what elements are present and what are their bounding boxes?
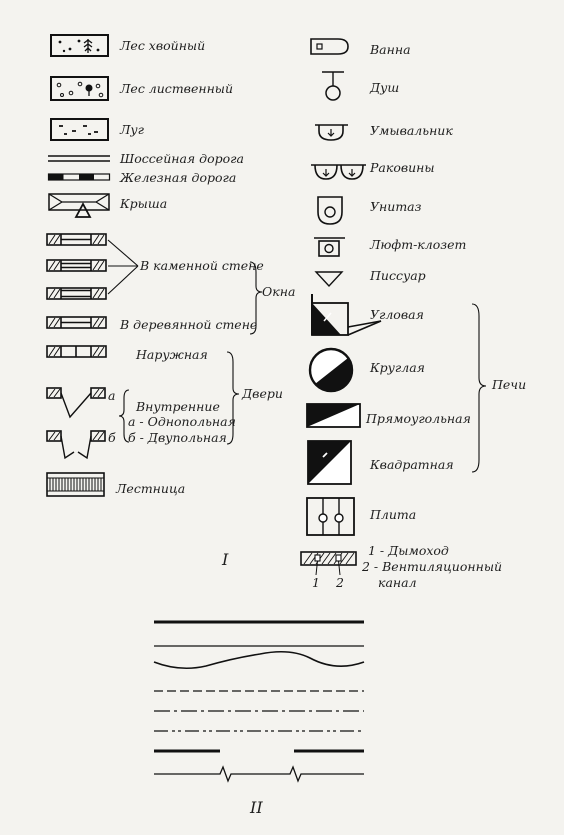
roof-symbol [48,193,110,218]
deciduous-forest-symbol [50,76,109,101]
square-stove-label: Квадратная [370,457,454,472]
section-two-numeral: II [250,798,263,817]
cooker-symbol [306,497,355,536]
double-leaf-label: б - Двупольная [128,430,227,445]
window-stone-wall-symbol-2 [46,259,107,272]
num-1-label: 1 [312,575,320,590]
line-wavy [153,650,365,670]
toilet-symbol [317,196,343,225]
external-door-label: Наружная [136,347,208,362]
stairs-symbol [46,472,105,497]
vent-channel-label-2: канал [378,575,417,590]
in-stone-wall-label: В каменной стене [140,258,264,273]
section-one-numeral: I [222,550,229,569]
stoves-label: Печи [492,377,527,392]
stairs-label: Лестница [116,481,186,496]
toilet-label: Унитаз [370,199,422,214]
shower-symbol [322,71,344,101]
flush-closet-label: Люфт-клозет [370,237,467,252]
single-leaf-label: а - Однопольная [128,414,236,429]
window-leader-lines [107,239,263,335]
cooker-label: Плита [370,507,417,522]
single-leaf-door-symbol [46,387,106,419]
flush-closet-symbol [314,237,345,257]
roof-label: Крыша [120,196,168,211]
conifer-forest-symbol [50,34,109,57]
chimney-vent-symbol [300,551,357,576]
meadow-label: Луг [120,122,144,137]
washbasin-symbol [315,124,348,141]
mark-a-label: а [108,388,116,403]
windows-label: Окна [262,284,296,299]
doors-label: Двери [242,386,283,401]
meadow-symbol [50,118,109,141]
forest-conifer-label: Лес хвойный [120,38,206,53]
vent-channel-label: 2 - Вентиляционный [362,559,503,574]
square-stove-symbol [307,440,352,485]
mark-b-label: б [108,430,116,445]
shower-label: Душ [370,80,400,95]
door-braces [118,351,240,445]
window-wooden-wall-symbol [46,316,107,329]
rectangular-stove-label: Прямоугольная [366,411,471,426]
sinks-label: Раковины [370,160,435,175]
round-stove-symbol [308,347,354,393]
railway-label: Железная дорога [120,170,237,185]
in-wooden-wall-label: В деревянной стене [120,317,258,332]
bath-label: Ванна [370,42,411,57]
window-stone-wall-symbol-3 [46,287,107,300]
round-stove-label: Круглая [370,360,425,375]
external-door-symbol [46,345,107,358]
highway-symbol [48,155,110,162]
railway-symbol [47,173,111,181]
line-types-panel [153,620,365,783]
stoves-brace [471,303,487,473]
corner-stove-symbol [311,294,382,336]
num-2-label: 2 [336,575,344,590]
forest-deciduous-label: Лес лиственный [120,81,234,96]
chimney-label: 1 - Дымоход [368,543,449,558]
sinks-symbol [311,164,366,180]
window-stone-wall-symbol-1 [46,233,107,246]
double-leaf-door-symbol [46,430,106,460]
internal-doors-label: Внутренние [136,399,220,414]
corner-stove-label: Угловая [370,307,424,322]
highway-label: Шоссейная дорога [120,151,244,166]
washbasin-label: Умывальник [370,123,453,138]
urinal-label: Писсуар [370,268,426,283]
rectangular-stove-symbol [306,403,361,428]
urinal-symbol [314,271,344,288]
bath-symbol [310,38,349,55]
line-zigzag-break [154,765,364,783]
